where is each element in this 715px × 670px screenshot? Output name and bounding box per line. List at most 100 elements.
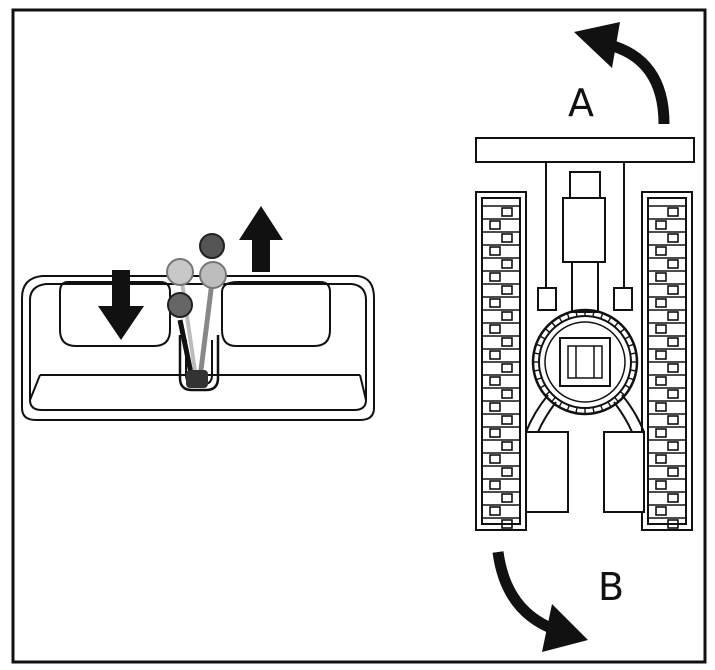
turntable-tick: [558, 401, 563, 408]
turntable-tick: [600, 404, 604, 412]
track-pad: [655, 480, 667, 490]
turntable-tick: [566, 312, 570, 320]
knob-dark-top: [199, 233, 225, 259]
turntable-tick: [539, 335, 546, 340]
track-pad: [489, 324, 501, 334]
track-pad: [501, 389, 513, 399]
track-pad: [655, 428, 667, 438]
track-pad: [667, 441, 679, 451]
turntable-tick: [551, 396, 556, 403]
track-pad: [667, 259, 679, 269]
arrow-up-icon: [239, 206, 283, 272]
track-pad: [667, 207, 679, 217]
track-pad: [667, 415, 679, 425]
rear-hoses: [525, 394, 645, 433]
turntable-tick: [619, 328, 626, 333]
track-pad: [667, 467, 679, 477]
turntable-tick: [592, 310, 595, 317]
curved-arrow-counterclockwise-icon: [574, 22, 670, 125]
turntable-tick: [575, 310, 578, 317]
right-track: [641, 191, 693, 531]
track-pad: [667, 363, 679, 373]
track-pad: [501, 285, 513, 295]
track-pad: [667, 389, 679, 399]
track-pad: [655, 220, 667, 230]
curved-arrow-clockwise-icon: [492, 551, 588, 652]
track-pad: [489, 220, 501, 230]
turntable-ticks: [533, 310, 637, 414]
turntable-tick: [539, 384, 546, 389]
track-pad: [489, 428, 501, 438]
turntable-tick: [627, 343, 635, 347]
left-track: [475, 191, 527, 531]
track-pad: [501, 441, 513, 451]
track-pad: [667, 519, 679, 529]
track-pad: [667, 493, 679, 503]
blade: [475, 137, 695, 163]
knob-mid: [199, 261, 227, 289]
track-pad: [501, 363, 513, 373]
knob-light: [166, 258, 194, 286]
boom-arm: [537, 162, 633, 313]
track-pad: [655, 376, 667, 386]
track-pad: [501, 259, 513, 269]
track-pad: [655, 402, 667, 412]
track-pad: [667, 233, 679, 243]
track-pad: [489, 246, 501, 256]
track-pad: [501, 311, 513, 321]
label-b: B: [598, 565, 624, 609]
track-pad: [655, 324, 667, 334]
diagram-frame: [11, 8, 707, 664]
track-pad: [501, 493, 513, 503]
turntable-tick: [607, 316, 612, 323]
track-pad: [489, 480, 501, 490]
track-pad: [501, 207, 513, 217]
label-a: A: [568, 81, 594, 125]
turntable-tick: [566, 404, 570, 412]
turntable-tick: [607, 401, 612, 408]
turntable-tick: [630, 352, 637, 355]
arrow-down-icon: [98, 270, 144, 340]
turntable-tick: [624, 335, 631, 340]
turntable-tick: [627, 377, 635, 381]
track-pad: [655, 298, 667, 308]
track-pad: [501, 337, 513, 347]
turntable-tick: [624, 384, 631, 389]
rear-boxes: [525, 431, 645, 513]
track-pad: [655, 506, 667, 516]
track-pad: [501, 519, 513, 529]
turntable-tick: [551, 321, 556, 328]
knob-dark-bottom: [167, 292, 193, 318]
track-pad: [667, 285, 679, 295]
track-pad: [667, 337, 679, 347]
turntable-tick: [592, 407, 595, 414]
track-pad: [489, 402, 501, 412]
track-pad: [489, 272, 501, 282]
turntable-tick: [630, 369, 637, 372]
turntable-tick: [619, 391, 626, 396]
track-pad: [489, 454, 501, 464]
track-pad: [489, 350, 501, 360]
turntable-tick: [575, 407, 578, 414]
track-pad: [655, 246, 667, 256]
turntable-tick: [544, 328, 551, 333]
turntable-tick: [614, 321, 619, 328]
joystick: [166, 233, 227, 388]
track-pad: [489, 506, 501, 516]
turntable-tick: [533, 369, 540, 372]
track-links: [482, 205, 686, 529]
track-pad: [655, 350, 667, 360]
track-pad: [501, 415, 513, 425]
turntable-tick: [535, 343, 543, 347]
turntable-tick: [535, 377, 543, 381]
track-pad: [655, 272, 667, 282]
track-pad: [501, 233, 513, 243]
turntable-tick: [533, 352, 540, 355]
turntable-tick: [544, 391, 551, 396]
turntable-tick: [614, 396, 619, 403]
track-pad: [501, 467, 513, 477]
track-pad: [489, 376, 501, 386]
track-pad: [489, 298, 501, 308]
turntable-tick: [600, 312, 604, 320]
